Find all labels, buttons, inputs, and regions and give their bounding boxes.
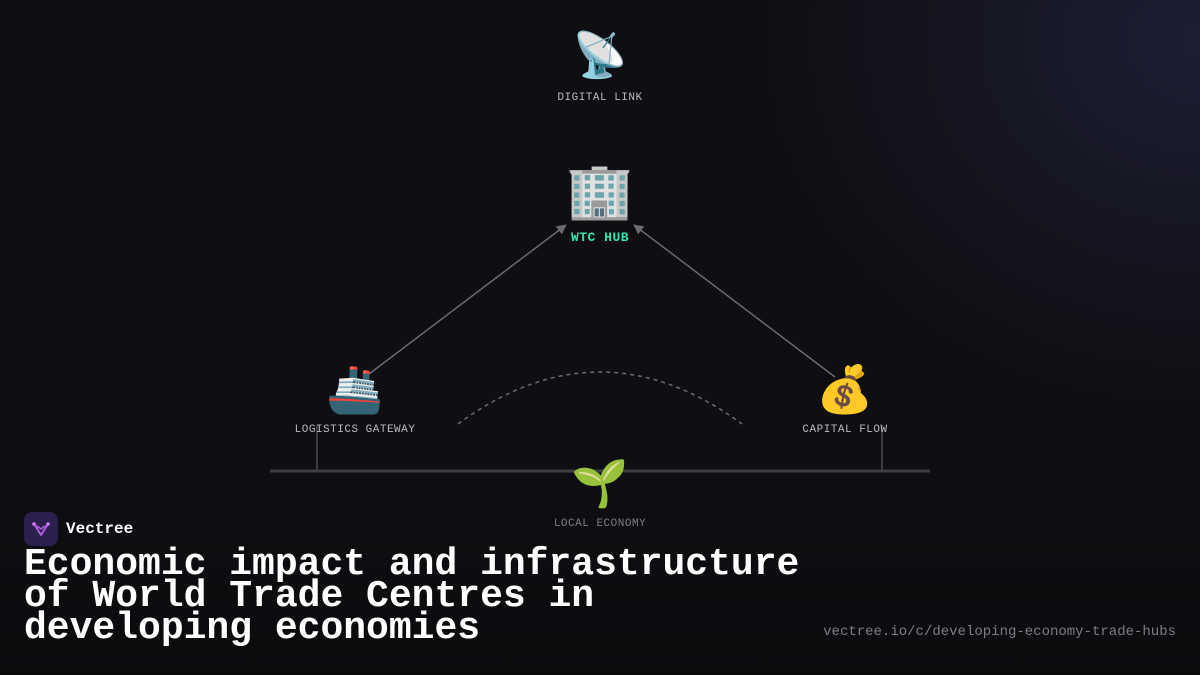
node-label-wtc-hub: WTC HUB <box>570 230 630 245</box>
brand: Vectree <box>24 512 133 546</box>
vectree-logo-icon <box>24 512 58 546</box>
dashed-arc <box>457 371 743 425</box>
satellite-dish-icon: 📡 <box>572 30 628 81</box>
node-capital-flow: 💰 CAPITAL FLOW <box>802 366 887 436</box>
node-logistics-gateway: 🚢 LOGISTICS GATEWAY <box>295 366 416 436</box>
node-label-logistics-gateway: LOGISTICS GATEWAY <box>294 424 416 436</box>
arrow-capital-to-hub <box>633 224 836 378</box>
arrow-logistics-to-hub <box>364 224 567 378</box>
money-bag-icon: 💰 <box>816 362 874 416</box>
node-label-local-economy: LOCAL ECONOMY <box>553 518 647 530</box>
node-wtc-hub: 🏢 WTC HUB <box>566 159 634 246</box>
brand-name: Vectree <box>66 520 134 538</box>
page-title: Economic impact and infrastructure of Wo… <box>24 543 800 650</box>
ship-icon: 🚢 <box>326 362 384 416</box>
node-label-capital-flow: CAPITAL FLOW <box>802 424 888 436</box>
node-digital-link: 📡 DIGITAL LINK <box>557 30 643 105</box>
node-label-digital-link: DIGITAL LINK <box>557 92 643 104</box>
seedling-icon: 🌱 <box>571 456 629 510</box>
page-url: vectree.io/c/developing-economy-trade-hu… <box>823 624 1176 640</box>
office-building-icon: 🏢 <box>566 159 634 222</box>
node-local-economy: 🌱 LOCAL ECONOMY <box>554 460 646 530</box>
